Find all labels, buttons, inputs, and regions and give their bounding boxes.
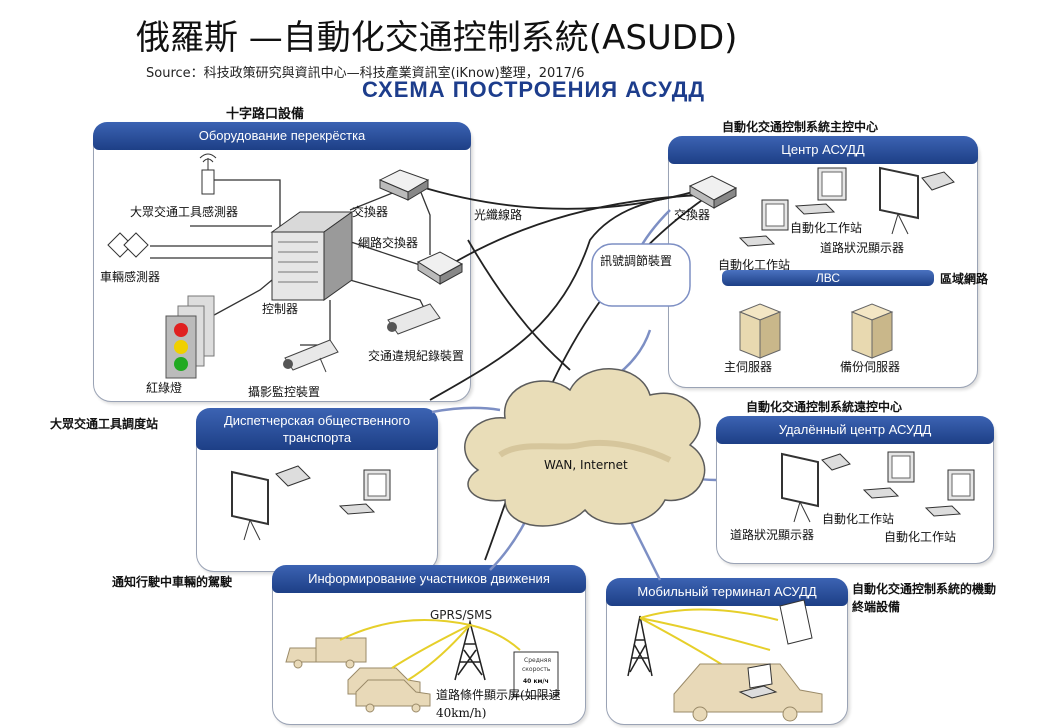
- dispatch-screen-icon: [231, 465, 311, 541]
- remote-caption: 自動化交通控制系統遠控中心: [746, 400, 903, 414]
- traffic-light-icon: [165, 295, 215, 379]
- public-transport-sensor-label: 大眾交通工具感測器: [130, 205, 239, 219]
- speed-sign-line-1: Средняя: [524, 657, 551, 664]
- traffic-light-label: 紅綠燈: [146, 381, 183, 395]
- violation-camera-icon: [387, 303, 441, 335]
- controller-icon: [270, 211, 354, 301]
- lan-bar: ЛВС: [722, 270, 934, 286]
- cell-tower-icon: [454, 619, 486, 681]
- switch-label: 交換器: [352, 205, 389, 219]
- backup-server-label: 備份伺服器: [840, 360, 901, 374]
- remote-road-display-label: 道路狀況顯示器: [730, 528, 815, 542]
- controller-label: 控制器: [262, 302, 299, 316]
- center-screen-icon: [879, 166, 955, 235]
- speed-sign-box: [513, 651, 559, 697]
- center-header: Центр АСУДД: [668, 136, 978, 164]
- backup-server-icon: [850, 303, 894, 359]
- intersection-caption: 十字路口設備: [226, 107, 305, 122]
- center-workstation-a-label: 自動化工作站: [790, 221, 863, 235]
- vehicle-detector-icon: [107, 232, 149, 258]
- remote-workstation-b-label: 自動化工作站: [884, 530, 957, 544]
- wan-cloud: [464, 368, 706, 527]
- inform-header: Информирование участников движения: [272, 565, 586, 593]
- fiber-lines: [414, 184, 706, 561]
- dispatch-caption: 大眾交通工具調度站: [50, 417, 159, 431]
- gprs-label: GPRS/SMS: [430, 608, 493, 622]
- network-switch-icon: [416, 251, 464, 285]
- center-caption: 自動化交通控制系統主控中心: [722, 120, 879, 134]
- remote-header: Удалённый центр АСУДД: [716, 416, 994, 444]
- schema-title: СХЕМА ПОСТРОЕНИЯ АСУДД: [362, 77, 706, 102]
- car-icon-2: [355, 679, 431, 713]
- network-switch-label: 網路交換器: [358, 236, 419, 250]
- tablet-icon: [779, 599, 813, 645]
- laptop-icon: [738, 663, 778, 699]
- speed-sign-line-2: скорость: [522, 666, 551, 673]
- center-switch-label: 交換器: [674, 208, 711, 222]
- signal-adjuster-bubble: [591, 243, 691, 307]
- mobile-car-icon: [673, 663, 823, 722]
- remote-screen-icon: [781, 452, 851, 523]
- dispatch-header: Диспетчерская общественного транспорта: [196, 408, 438, 450]
- signal-adjuster-label: 訊號調節裝置: [600, 254, 673, 268]
- lan-label: 區域網路: [940, 272, 989, 286]
- intersection-header: Оборудование перекрёстка: [93, 122, 471, 150]
- center-switch-icon: [688, 175, 738, 209]
- center-workstation-b-label: 自動化工作站: [718, 258, 791, 272]
- camera-label: 攝影監控裝置: [248, 385, 321, 399]
- speed-sign-line-3: 40 км/ч: [523, 678, 549, 685]
- center-monitor-icon-2: [738, 199, 789, 247]
- main-server-icon: [738, 303, 782, 359]
- remote-monitor-icon-1: [862, 451, 915, 499]
- mobile-header: Мобильный терминал АСУДД: [606, 578, 848, 606]
- camera-icon: [283, 339, 339, 373]
- mobile-caption: 自動化交通控制系統的機動終端設備: [852, 582, 997, 614]
- remote-workstation-a-label: 自動化工作站: [822, 512, 895, 526]
- center-road-display-label: 道路狀況顯示器: [820, 241, 905, 255]
- display-label: 道路條件顯示屏(如限速40km/h): [436, 688, 561, 720]
- violation-recorder-label: 交通違規紀錄裝置: [368, 349, 465, 363]
- truck-icon: [285, 637, 367, 669]
- source-note: Source：科技政策研究與資訊中心—科技產業資訊室(iKnow)整理，2017…: [146, 66, 585, 81]
- main-server-label: 主伺服器: [724, 360, 773, 374]
- gprs-signal-lines: [339, 619, 521, 681]
- switch-icon: [378, 169, 430, 201]
- sensor-antenna-icon: [199, 153, 217, 195]
- fiber-label: 光纖線路: [474, 208, 523, 222]
- remote-monitor-icon-2: [924, 469, 975, 517]
- mobile-tower-icon: [627, 615, 653, 677]
- vehicle-detector-label: 車輛感測器: [100, 270, 161, 284]
- inform-caption: 通知行駛中車輛的駕駛: [112, 575, 233, 589]
- center-monitor-icon-1: [794, 167, 847, 215]
- page-title: 俄羅斯 —自動化交通控制系統(ASUDD): [136, 18, 738, 58]
- wan-label: WAN, Internet: [544, 458, 628, 472]
- dispatch-monitor-icon: [338, 469, 391, 515]
